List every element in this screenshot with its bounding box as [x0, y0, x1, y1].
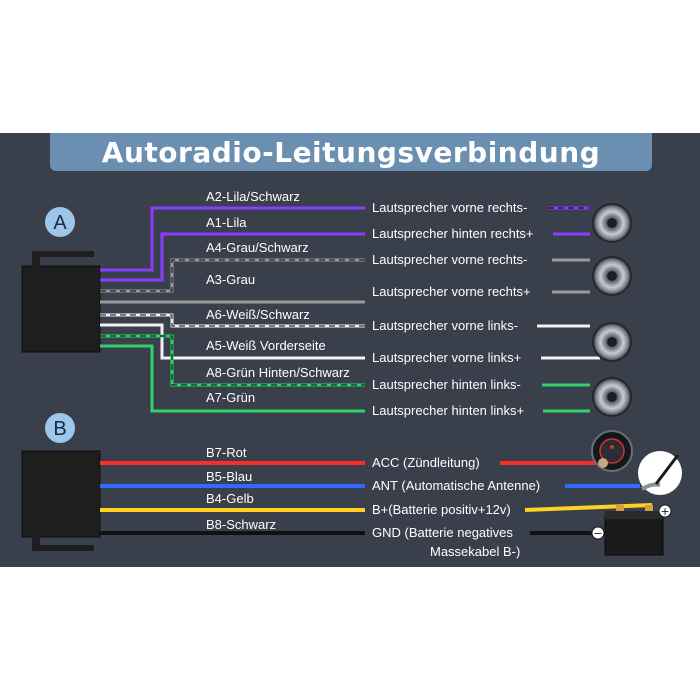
- title-bar: Autoradio-Leitungsverbindung: [50, 133, 652, 171]
- destination-a1: Lautsprecher hinten rechts+: [372, 226, 534, 241]
- wire-a6: [100, 313, 590, 328]
- wire-label-a6: A6-Weiß/Schwarz: [206, 307, 310, 322]
- destination-a6: Lautsprecher vorne links-: [372, 318, 518, 333]
- speaker-icon: [592, 203, 632, 243]
- badge-a-text: A: [53, 212, 67, 234]
- connector-b: [21, 450, 101, 551]
- antenna-icon: [638, 451, 682, 495]
- speaker-icon: [592, 322, 632, 362]
- wire-a3: [100, 290, 590, 304]
- wire-label-a1: A1-Lila: [206, 215, 247, 230]
- wire-a7: [100, 344, 590, 413]
- wire-a4: [100, 258, 590, 293]
- wire-label-a4: A4-Grau/Schwarz: [206, 240, 309, 255]
- battery-plus: +: [660, 505, 669, 518]
- wire-a1: [100, 232, 590, 282]
- destination-a2: Lautsprecher vorne rechts-: [372, 200, 527, 215]
- wire-a8: [100, 334, 590, 387]
- destination-b8-line2: Massekabel B-): [430, 544, 520, 559]
- destination-a5: Lautsprecher vorne links+: [372, 350, 521, 365]
- destination-b4: B+(Batterie positiv+12v): [372, 502, 511, 517]
- wire-a2: [100, 206, 590, 272]
- diagram-panel: Autoradio-Leitungsverbindung: [0, 133, 700, 567]
- wiring-diagram: A B: [21, 189, 682, 559]
- ignition-button-icon: [591, 430, 633, 472]
- wire-b8: [100, 531, 601, 538]
- wire-b4: [100, 503, 653, 512]
- badge-b-text: B: [53, 418, 66, 440]
- badge-a: A: [45, 207, 75, 237]
- diagram-title: Autoradio-Leitungsverbindung: [101, 135, 601, 169]
- wire-label-b7: B7-Rot: [206, 445, 247, 460]
- destination-b5: ANT (Automatische Antenne): [372, 478, 540, 493]
- wire-label-b4: B4-Gelb: [206, 491, 254, 506]
- wire-label-b8: B8-Schwarz: [206, 517, 276, 532]
- wire-label-a7: A7-Grün: [206, 390, 255, 405]
- destination-a7: Lautsprecher hinten links+: [372, 403, 524, 418]
- wire-label-a2: A2-Lila/Schwarz: [206, 189, 300, 204]
- battery-icon: + −: [591, 504, 672, 556]
- destination-a8: Lautsprecher hinten links-: [372, 377, 521, 392]
- destination-b8: GND (Batterie negatives: [372, 525, 513, 540]
- speaker-icon: [592, 377, 632, 417]
- wire-a5: [100, 323, 600, 360]
- wire-label-b5: B5-Blau: [206, 469, 252, 484]
- speaker-icon: [592, 256, 632, 296]
- connector-a: [21, 251, 101, 353]
- destination-a4: Lautsprecher vorne rechts-: [372, 252, 527, 267]
- battery-minus: −: [593, 527, 602, 540]
- wire-label-a3: A3-Grau: [206, 272, 255, 287]
- wire-label-a8: A8-Grün Hinten/Schwarz: [206, 365, 350, 380]
- wire-label-a5: A5-Weiß Vorderseite: [206, 338, 326, 353]
- destination-a3: Lautsprecher vorne rechts+: [372, 284, 531, 299]
- destination-b7: ACC (Zündleitung): [372, 455, 480, 470]
- badge-b: B: [45, 413, 75, 443]
